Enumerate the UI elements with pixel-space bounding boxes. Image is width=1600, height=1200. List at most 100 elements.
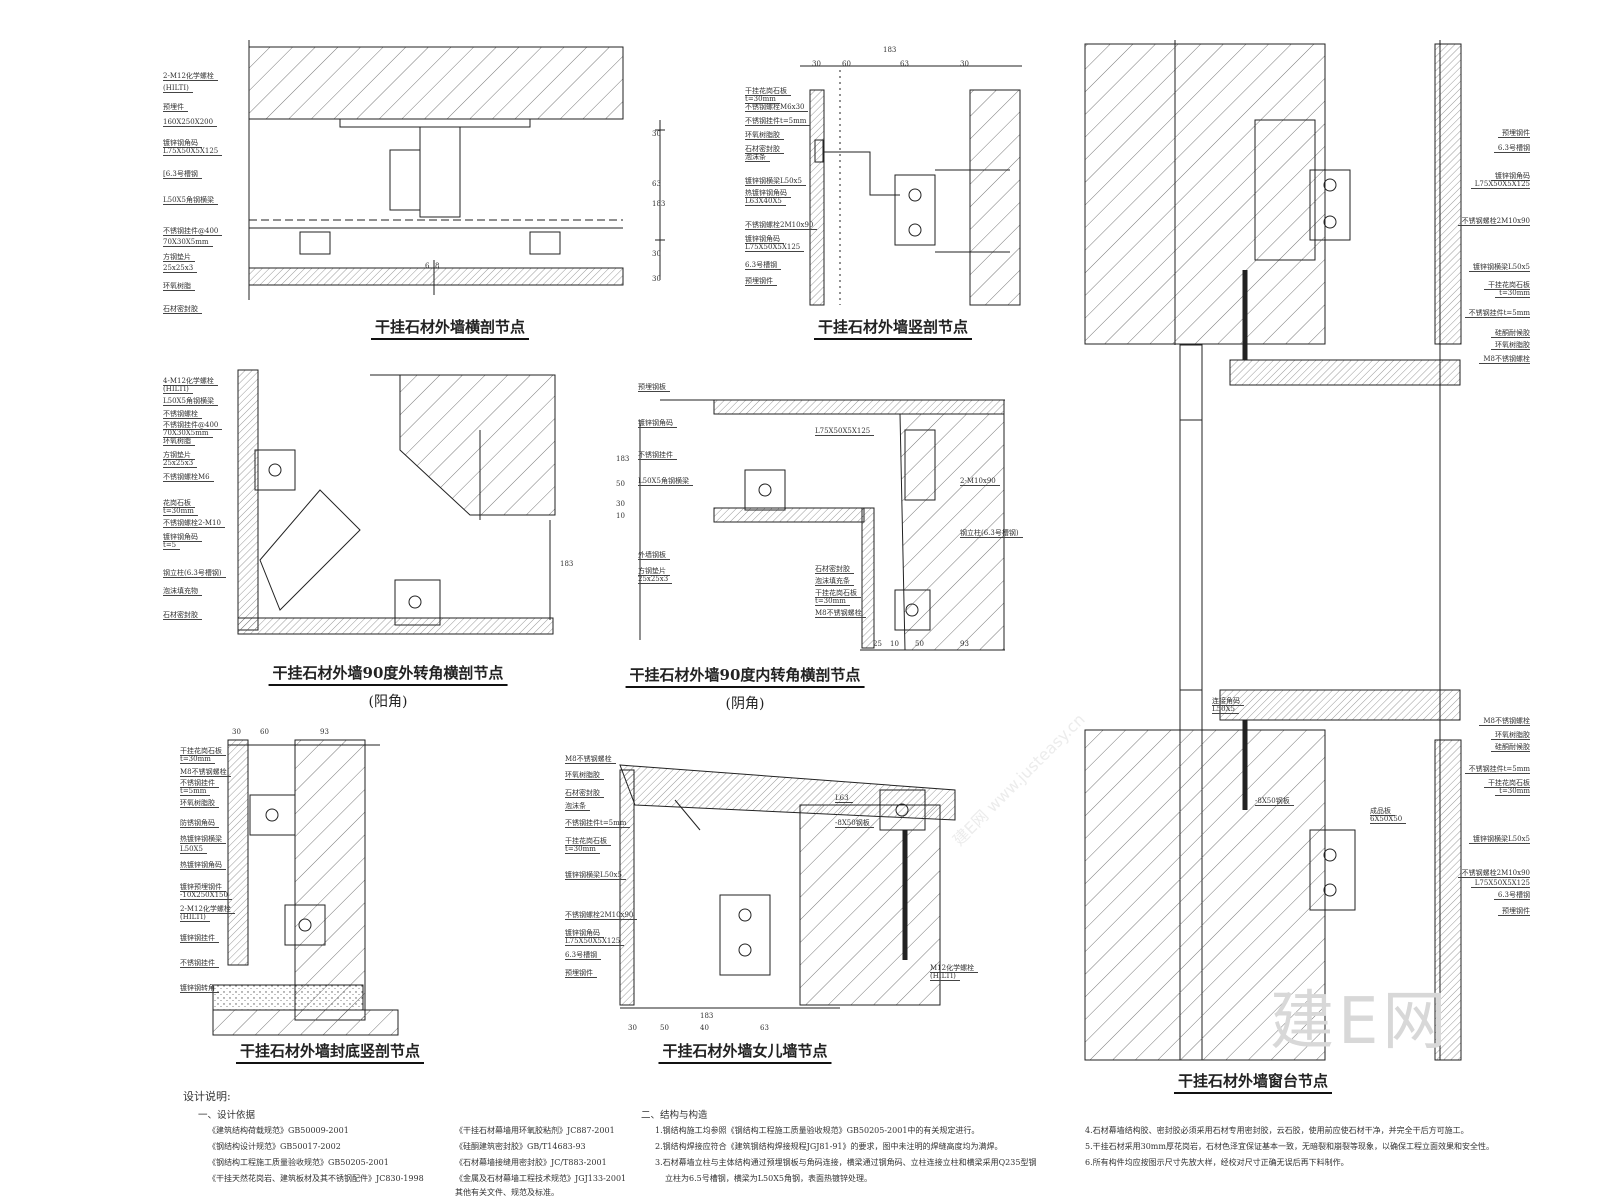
callout-label: 镀锌钢横梁L50x5 [745,178,806,186]
detail-1-drawing [248,40,665,300]
callout-label: 6.3号槽钢 [565,952,602,960]
callout-label: 硅酮耐候胶 [1491,330,1530,338]
dimension-text: 30 [652,130,661,138]
callout-label: t=30mm [815,598,850,606]
construction-item: 6.所有构件均应按图示尺寸先放大样，经校对尺寸正确无误后再下料制作。 [1085,1158,1349,1167]
callout-label: 热镀锌钢角码 [745,190,791,198]
callout-label: 镀锌钢挂件 [180,935,219,943]
dimension-text: 63 [760,1024,769,1032]
callout-label: 镀锌钢横梁L50x5 [565,872,626,880]
callout-label: 干挂花岗石板 [815,590,861,598]
callout-label: 不锈钢螺栓2M10x90 [1457,870,1530,878]
callout-label: L50X5 [1212,706,1239,714]
dimension-text: 30 [628,1024,637,1032]
dimension-text: 183 [700,1012,714,1020]
dimension-text: 6 [425,262,430,270]
callout-label: t=30mm [565,846,600,854]
callout-label: M8不锈钢螺栓 [1479,356,1530,364]
dimension-text: 60 [842,60,851,68]
callout-label: 环氧树脂 [163,283,195,291]
callout-label: 不锈钢螺栓M6x30 [745,104,809,112]
detail-title: 干挂石材外墙90度内转角横剖节点 [625,666,865,688]
detail-6-drawing [619,764,956,1009]
standard-item: 《干挂天然花岗岩、建筑板材及其不锈钢配件》JC830-1998 [208,1174,424,1183]
standard-item: 《硅酮建筑密封胶》GB/T14683-93 [455,1142,586,1151]
callout-label: 镀锌钢角码 [1491,173,1530,181]
dimension-text: 50 [660,1024,669,1032]
callout-label: 花岗石板 [163,500,195,508]
callout-label: 预埋钢件 [1498,908,1530,916]
section1-title: 一、设计依据 [198,1110,256,1121]
dimension-text: 63 [652,180,661,188]
callout-label: 石材密封胶 [163,612,202,620]
callout-label: 25x25x3 [638,576,673,584]
callout-label: 预埋件 [163,104,188,112]
dimension-text: 60 [260,728,269,736]
construction-item: 3.石材幕墙立柱与主体结构通过预埋钢板与角码连接，横梁通过钢角码、立柱连接立柱和… [655,1158,1037,1167]
detail-3-drawing [237,369,556,635]
callout-label: L50X5角钢横梁 [163,197,218,205]
detail-title: 干挂石材外墙窗台节点 [1173,1072,1333,1094]
detail-title: 干挂石材外墙竖剖节点 [813,318,973,340]
detail-title: 干挂石材外墙女儿墙节点 [658,1042,832,1064]
detail-2-drawing [800,65,1022,306]
callout-label: 泡沫填充物 [163,588,202,596]
callout-label: t=30mm [163,508,198,516]
callout-label: M12化学螺栓 [930,965,979,973]
construction-item: 5.干挂石材采用30mm厚花岗岩，石材色泽宜保证基本一致，无暗裂和崩裂等现象，以… [1085,1142,1494,1151]
callout-label: 干挂花岗石板 [745,88,791,96]
callout-label: 连接角码 [1212,698,1244,706]
callout-label: 2-M12化学螺栓 [163,73,218,81]
callout-label: t=30mm [180,756,215,764]
callout-label: 不锈钢挂件@400 [163,422,223,430]
callout-label: 2-M12化学螺栓 [180,906,235,914]
callout-label: 硅酮耐候胶 [1491,744,1530,752]
standard-item: 《石材幕墙接缝用密封胶》JC/T883-2001 [455,1158,607,1167]
callout-label: 防锈钢角码 [180,820,219,828]
dimension-text: 30 [652,275,661,283]
callout-label: -10X250X150 [180,892,232,900]
callout-label: (HILTI) [163,85,193,93]
callout-label: 干挂花岗石板 [1484,282,1530,290]
callout-label: M8不锈钢螺栓 [180,769,231,777]
callout-label: 石材密封胶 [745,146,784,154]
callout-label: t=30mm [745,96,780,104]
detail-7-drawing [1084,40,1462,1061]
callout-label: 镀锌钢横梁L50x5 [1469,836,1530,844]
callout-label: L50X5 [180,846,207,854]
detail-5-drawing [212,739,399,1036]
standard-item: 《钢结构工程施工质量验收规范》GB50205-2001 [208,1158,389,1167]
callout-label: [6.3号槽钢 [163,171,202,179]
dimension-text: 8 [435,262,440,270]
dimension-text: 25 [873,640,882,648]
callout-label: 泡沫条 [745,154,770,162]
callout-label: 25x25x3 [163,265,198,273]
callout-label: 石材密封胶 [815,566,854,574]
callout-label: 镀锌钢角码 [163,534,202,542]
dimension-text: 30 [960,60,969,68]
callout-label: L75X50X5X125 [745,244,805,252]
callout-label: 预埋钢件 [565,970,597,978]
callout-label: L75X50X5X125 [565,938,625,946]
callout-label: 不锈钢挂件 [180,960,219,968]
callout-label: L75X50X5X125 [1470,181,1530,189]
callout-label: L50X5角钢横梁 [163,398,218,406]
callout-label: t=5 [163,542,181,550]
callout-label: 石材密封胶 [565,790,604,798]
callout-label: 热镀锌钢横梁 [180,836,226,844]
callout-label: 70X30X5mm [163,430,213,438]
callout-label: 干挂花岗石板 [1484,780,1530,788]
dimension-text: 93 [960,640,969,648]
callout-label: 环氧树脂胶 [1491,342,1530,350]
detail-4-drawing [639,399,1005,651]
callout-label: 不锈钢挂件 [180,780,219,788]
callout-label: L75X50X5X125 [163,148,223,156]
callout-label: (HILTI) [180,914,210,922]
dimension-text: 40 [700,1024,709,1032]
callout-label: 方钢垫片 [163,254,195,262]
callout-label: 方钢垫片 [163,452,195,460]
dimension-text: 183 [616,455,630,463]
callout-label: 预埋钢板 [638,384,670,392]
construction-item: 1.钢结构施工均参照《钢结构工程施工质量验收规范》GB50205-2001中的有… [655,1126,980,1135]
